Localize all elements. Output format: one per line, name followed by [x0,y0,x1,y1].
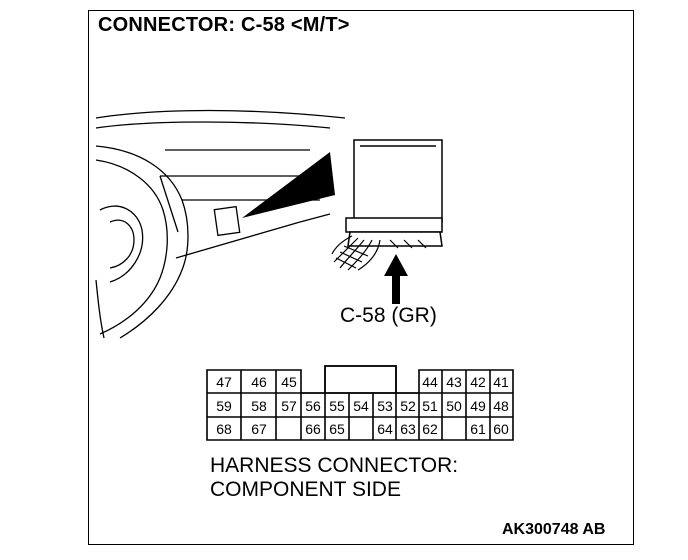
ecu-harness [331,235,427,271]
connector-pin-layout [206,365,514,441]
pin-42: 42 [470,374,486,390]
pin-50: 50 [446,398,462,414]
diagram-frame [88,10,634,545]
pin-56: 56 [305,398,321,414]
pin-65: 65 [329,421,345,437]
pin-57: 57 [281,398,297,414]
pin-62: 62 [422,421,438,437]
pin-58: 58 [251,398,267,414]
pin-53: 53 [377,398,393,414]
harness-caption: HARNESS CONNECTOR: COMPONENT SIDE [210,454,458,502]
pin-45: 45 [281,374,297,390]
caption-line-2: COMPONENT SIDE [210,478,401,501]
pointer-wedge [242,152,335,218]
pin-63: 63 [400,421,416,437]
pin-55: 55 [329,398,345,414]
pin-68: 68 [216,421,232,437]
pin-64: 64 [377,421,393,437]
pin-60: 60 [493,421,509,437]
figure-code: AK300748 AB [502,521,606,538]
pin-52: 52 [400,398,416,414]
pin-46: 46 [251,374,267,390]
pin-59: 59 [216,398,232,414]
pin-67: 67 [251,421,267,437]
pin-54: 54 [353,398,369,414]
pin-48: 48 [493,398,509,414]
ecu-module [345,139,443,247]
pin-43: 43 [446,374,462,390]
up-arrow-icon [384,254,408,304]
dash-connector [213,205,241,237]
pin-47: 47 [216,374,232,390]
pin-66: 66 [305,421,321,437]
caption-line-1: HARNESS CONNECTOR: [210,454,459,477]
connector-title: CONNECTOR: C-58 <M/T> [98,14,350,36]
connector-callout-label: C-58 (GR) [340,304,437,327]
pin-41: 41 [493,374,509,390]
pin-44: 44 [422,374,438,390]
pin-61: 61 [470,421,486,437]
pin-labels: 47 46 45 44 43 42 41 59 58 57 56 55 54 5… [216,374,509,437]
pin-49: 49 [470,398,486,414]
pin-51: 51 [422,398,438,414]
